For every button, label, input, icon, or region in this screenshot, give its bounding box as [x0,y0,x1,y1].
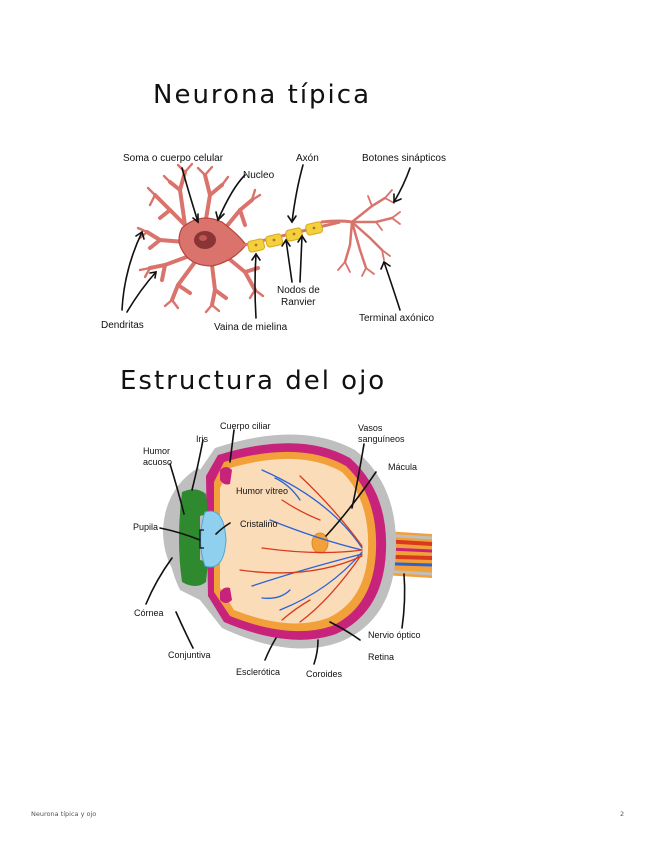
label-vasos-2: sanguíneos [358,434,405,444]
label-humor-vitreo: Humor vítreo [236,486,288,496]
eye-illustration [162,434,433,649]
footer-title: Neurona típica y ojo [31,810,97,818]
label-nodos-ranvier-1: Nodos de [277,285,320,296]
neuron-title: Neurona típica [153,80,371,110]
page-number: 2 [620,810,625,818]
label-esclerotica: Esclerótica [236,667,280,677]
label-cornea: Córnea [134,608,164,618]
label-nodos-ranvier-2: Ranvier [281,297,316,308]
label-nervio-optico: Nervio óptico [368,630,421,640]
label-botones-sinapticos: Botones sinápticos [362,153,446,164]
neuron-illustration [136,162,401,314]
label-coroides: Coroides [306,669,343,679]
eye-title: Estructura del ojo [120,366,386,396]
eye-pointers [145,429,406,665]
label-cristalino: Cristalino [240,519,278,529]
label-humor-acuoso-1: Humor [143,446,170,456]
label-axon: Axón [296,153,319,164]
label-conjuntiva: Conjuntiva [168,650,211,660]
label-dendritas: Dendritas [101,320,144,331]
label-vasos-1: Vasos [358,423,383,433]
label-terminal-axonico: Terminal axónico [359,313,434,324]
label-humor-acuoso-2: acuoso [143,457,172,467]
label-retina: Retina [368,652,394,662]
label-pupila: Pupila [133,522,158,532]
label-cuerpo-ciliar: Cuerpo ciliar [220,421,271,431]
label-vaina-mielina: Vaina de mielina [214,322,288,333]
neuron-pointers [121,164,411,319]
label-nucleo: Nucleo [243,170,275,181]
label-iris: Iris [196,434,208,444]
label-macula: Mácula [388,462,417,472]
label-soma: Soma o cuerpo celular [123,153,224,164]
